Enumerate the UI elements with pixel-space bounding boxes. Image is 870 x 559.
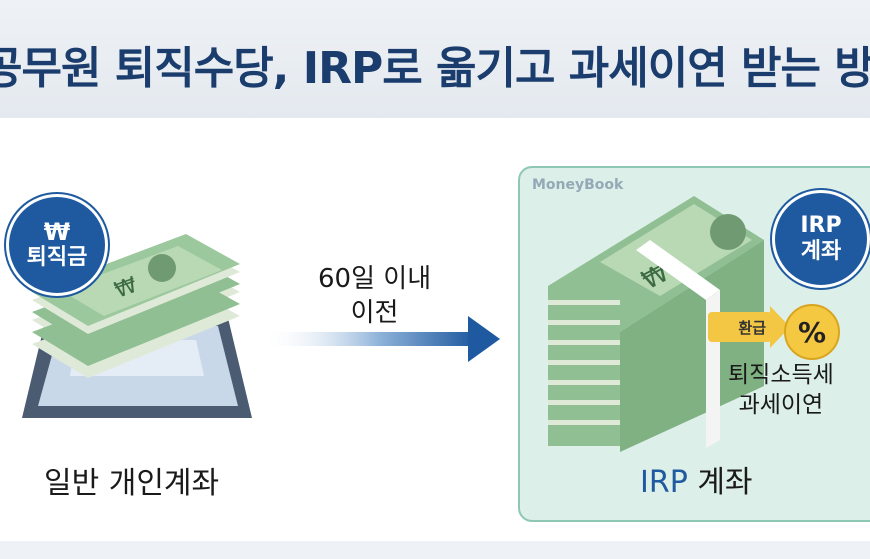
badge-text: 퇴직금 [26, 245, 88, 270]
bottom-strip [0, 541, 870, 559]
percent-icon: % [784, 304, 840, 360]
refund-arrow-icon [770, 306, 790, 348]
irp-label-accent: IRP [640, 465, 688, 500]
badge-line1: IRP [800, 213, 842, 238]
title-bar: 공무원 퇴직수당, IRP로 옮기고 과세이연 받는 방 [0, 0, 870, 118]
personal-account-label: 일반 개인계좌 [44, 466, 220, 501]
irp-label-rest: 계좌 [687, 465, 753, 500]
brand-watermark: MoneyBook [532, 177, 624, 193]
irp-account-badge: IRP 계좌 [772, 190, 870, 288]
refund-tag: 환급 [708, 312, 772, 342]
transfer-note: 60일 이내 이전 [318, 262, 431, 330]
irp-account-label: IRP 계좌 [640, 457, 753, 501]
cash-stack-icon: ₩ [32, 234, 240, 378]
arrow-right-icon [262, 316, 500, 362]
retirement-pay-badge: ₩ 퇴직금 [6, 194, 108, 296]
won-symbol-icon: ₩ [43, 218, 71, 246]
transfer-note-line2: 이전 [350, 298, 399, 328]
tax-deferral-note: 퇴직소득세 과세이연 [728, 360, 834, 420]
cash-stack-icon: ₩ [548, 196, 764, 452]
transfer-note-line1: 60일 이내 [318, 264, 432, 294]
tax-deferral-line2: 과세이연 [738, 392, 824, 418]
tax-deferral-line1: 퇴직소득세 [728, 362, 834, 388]
badge-line2: 계좌 [800, 239, 842, 264]
page-title: 공무원 퇴직수당, IRP로 옮기고 과세이연 받는 방 [0, 43, 870, 94]
